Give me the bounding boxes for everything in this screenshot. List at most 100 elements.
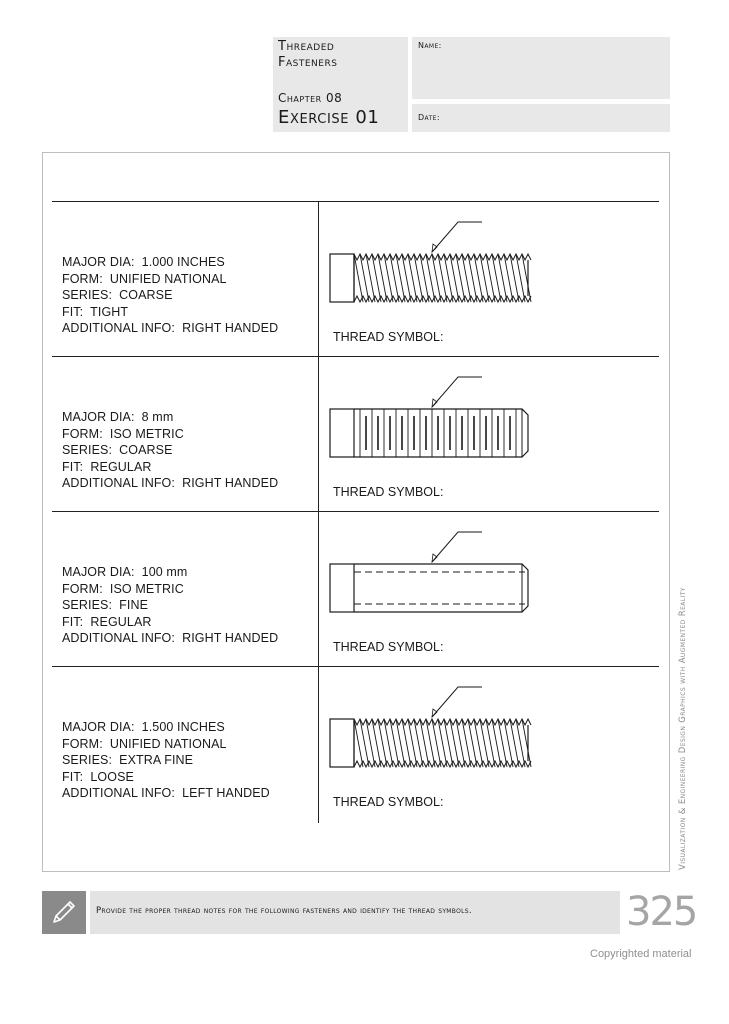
- worksheet-title: Threaded Fasteners: [278, 39, 338, 70]
- leader-line: [431, 686, 482, 718]
- column-divider: [318, 201, 319, 823]
- shank-outline: [354, 408, 529, 458]
- thread-helix-line: [521, 718, 532, 768]
- page-number: 325: [626, 889, 698, 935]
- thread-helix-line: [371, 718, 382, 768]
- thread-helix-line: [485, 253, 496, 303]
- footer-icon-box: [42, 891, 86, 934]
- fastener-head: [329, 408, 355, 458]
- thread-helix-line: [401, 718, 412, 768]
- thread-helix-line: [467, 253, 478, 303]
- thread-symbol-label-2: THREAD SYMBOL:: [333, 485, 444, 499]
- thread-helix-line: [437, 253, 448, 303]
- thread-helix-line: [491, 253, 502, 303]
- thread-helix-line: [365, 718, 376, 768]
- exercise-label: Exercise 01: [278, 107, 380, 128]
- thread-helix-line: [491, 718, 502, 768]
- thread-helix-line: [521, 253, 532, 303]
- thread-helix-line: [443, 718, 454, 768]
- thread-helix-line: [503, 718, 514, 768]
- thread-helix-line: [395, 718, 406, 768]
- footer-instruction: Provide the proper thread notes for the …: [96, 906, 472, 916]
- date-field[interactable]: [412, 104, 670, 132]
- fastener-head: [329, 718, 355, 768]
- thread-helix-line: [515, 253, 526, 303]
- fastener-body: [329, 531, 529, 613]
- thread-helix-line: [383, 718, 394, 768]
- thread-helix-line: [353, 718, 364, 768]
- fastener-head: [329, 253, 355, 303]
- leader-arrowhead: [431, 708, 438, 719]
- thread-crest-bottom: [353, 759, 532, 769]
- thread-helix-line: [437, 718, 448, 768]
- thread-helix-line: [407, 253, 418, 303]
- thread-helix-line: [461, 718, 472, 768]
- leader-arrowhead: [431, 553, 438, 564]
- thread-helix-line: [473, 718, 484, 768]
- thread-helix-line: [449, 718, 460, 768]
- thread-helix-line: [389, 718, 400, 768]
- thread-helix-line: [455, 718, 466, 768]
- name-field[interactable]: [412, 37, 670, 99]
- thread-helix-line: [419, 718, 430, 768]
- book-title-sidebar: Visualization & Engineering Design Graph…: [678, 587, 688, 870]
- leader-arrowhead: [431, 243, 438, 254]
- fastener-body: [329, 221, 532, 304]
- leader-line: [431, 221, 482, 253]
- pencil-icon: [53, 901, 75, 923]
- leader-arrowhead: [431, 398, 438, 409]
- footer-instruction-bar: [90, 891, 620, 934]
- thread-helix-line: [413, 253, 424, 303]
- row-divider: [52, 511, 659, 512]
- thread-helix-line: [467, 718, 478, 768]
- thread-helix-line: [389, 253, 400, 303]
- date-label: Date:: [418, 113, 440, 122]
- thread-helix-line: [413, 718, 424, 768]
- thread-helix-line: [473, 253, 484, 303]
- thread-helix-line: [431, 718, 442, 768]
- thread-symbol-label-3: THREAD SYMBOL:: [333, 640, 444, 654]
- thread-helix-line: [401, 253, 412, 303]
- thread-helix-line: [425, 253, 436, 303]
- thread-helix-line: [443, 253, 454, 303]
- thread-helix-line: [353, 253, 364, 303]
- thread-helix-line: [383, 253, 394, 303]
- thread-helix-line: [419, 253, 430, 303]
- thread-crest-bottom: [353, 294, 532, 304]
- fastener-body: [329, 686, 532, 769]
- thread-helix-line: [509, 253, 520, 303]
- exercise-frame: [42, 152, 670, 872]
- simplified-thread-drawing-3: [329, 531, 529, 613]
- name-label: Name:: [418, 41, 442, 50]
- thread-helix-line: [359, 253, 370, 303]
- thread-helix-line: [359, 718, 370, 768]
- thread-helix-line: [407, 718, 418, 768]
- thread-helix-line: [377, 253, 388, 303]
- fastener-body: [329, 376, 529, 458]
- copyright-notice: Copyrighted material: [590, 948, 692, 960]
- thread-helix-line: [425, 718, 436, 768]
- leader-line: [431, 376, 482, 408]
- fastener-head: [329, 563, 355, 613]
- detailed-thread-drawing-4: [329, 686, 532, 769]
- shank-outline: [354, 563, 529, 613]
- row-divider: [52, 201, 659, 202]
- thread-helix-line: [503, 253, 514, 303]
- thread-helix-line: [455, 253, 466, 303]
- thread-helix-line: [395, 253, 406, 303]
- leader-line: [431, 531, 482, 563]
- thread-helix-line: [431, 253, 442, 303]
- thread-symbol-label-1: THREAD SYMBOL:: [333, 330, 444, 344]
- thread-helix-line: [485, 718, 496, 768]
- row-divider: [52, 356, 659, 357]
- detailed-thread-drawing-1: [329, 221, 532, 304]
- schematic-thread-drawing-2: [329, 376, 529, 458]
- thread-helix-line: [449, 253, 460, 303]
- thread-crest-top: [353, 252, 532, 262]
- thread-helix-line: [377, 718, 388, 768]
- thread-symbol-label-4: THREAD SYMBOL:: [333, 795, 444, 809]
